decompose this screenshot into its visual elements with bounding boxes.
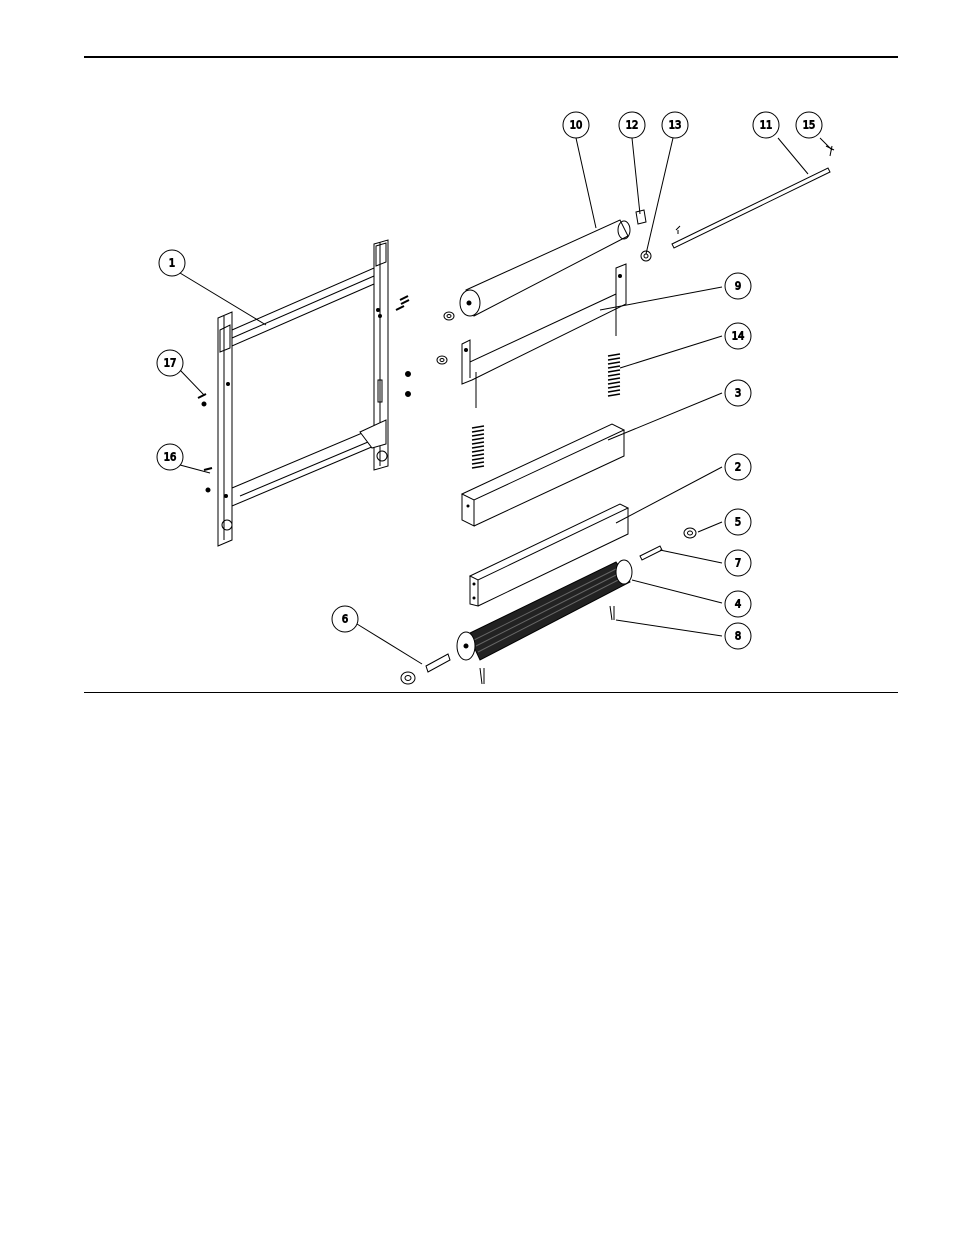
callout-14: 14 <box>725 323 751 349</box>
callout-10: 10 <box>563 112 589 138</box>
svg-text:1: 1 <box>169 257 175 270</box>
callout-7: 7 <box>725 550 751 576</box>
callout-1: 1 <box>159 250 185 276</box>
svg-text:4: 4 <box>735 598 741 611</box>
svg-text:10: 10 <box>570 119 583 132</box>
roller-nuts <box>437 312 454 364</box>
callout-5: 5 <box>725 509 751 535</box>
side-frame <box>218 240 388 546</box>
svg-text:13: 13 <box>669 119 682 132</box>
callout-17: 17 <box>157 350 183 376</box>
callout-6: 6 <box>332 606 358 632</box>
callout-15: 15 <box>796 112 822 138</box>
svg-text:6: 6 <box>342 613 348 626</box>
callout-4: 4 <box>725 591 751 617</box>
svg-text:7: 7 <box>735 557 741 570</box>
svg-text:2: 2 <box>735 461 741 474</box>
upper-beam <box>462 424 624 526</box>
springs <box>472 354 620 468</box>
callout-12: 12 <box>619 112 645 138</box>
svg-text:15: 15 <box>803 119 816 132</box>
callout-8: 8 <box>725 623 751 649</box>
svg-text:9: 9 <box>735 280 741 293</box>
callout-3: 3 <box>725 380 751 406</box>
rod <box>672 146 834 248</box>
callout-11: 11 <box>753 112 779 138</box>
bushing-and-washer <box>636 210 651 261</box>
svg-text:12: 12 <box>626 119 639 132</box>
svg-text:16: 16 <box>164 451 177 464</box>
callout-9: 9 <box>725 273 751 299</box>
svg-text:11: 11 <box>760 119 773 132</box>
callout-16: 16 <box>157 444 183 470</box>
callout-13: 13 <box>662 112 688 138</box>
svg-text:5: 5 <box>735 516 741 529</box>
callout-2: 2 <box>725 454 751 480</box>
svg-text:17: 17 <box>164 357 177 370</box>
svg-text:14: 14 <box>732 330 745 343</box>
svg-text:8: 8 <box>735 630 741 643</box>
svg-text:3: 3 <box>735 387 741 400</box>
